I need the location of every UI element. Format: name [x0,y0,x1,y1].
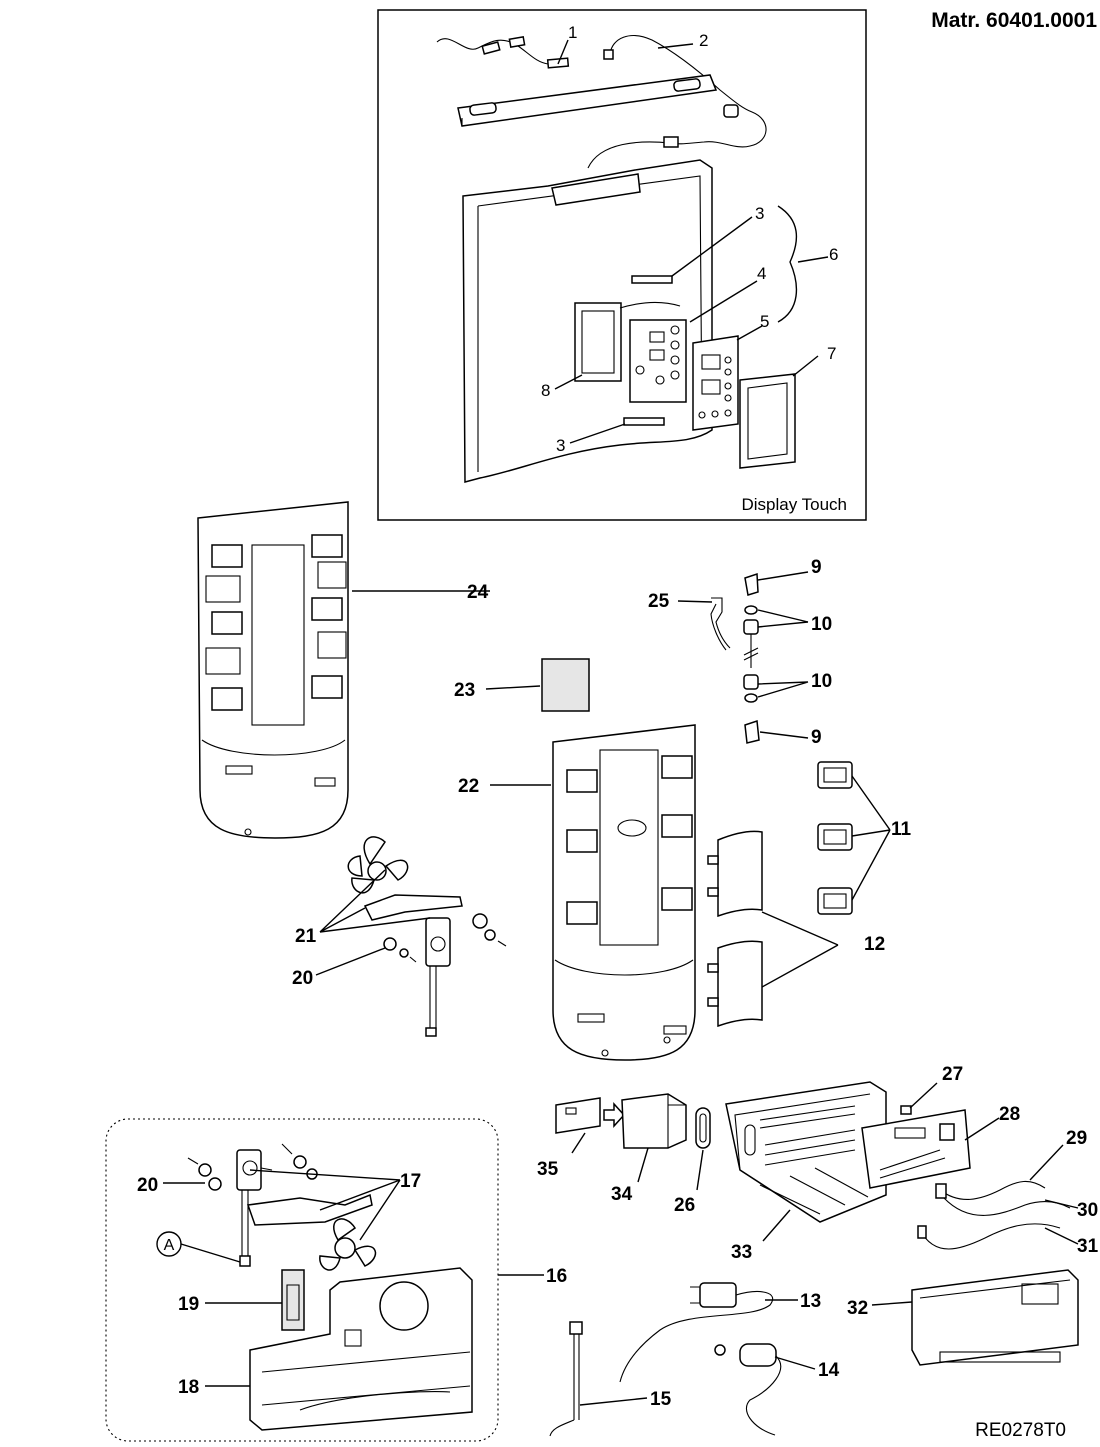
inset-caption: Display Touch [741,495,847,514]
callout-3-bottom: 3 [556,436,565,455]
part-5-touch-overlay [692,335,739,431]
part-15-sensor [549,1321,583,1437]
callout-12: 12 [864,934,885,955]
part-1-cable [436,35,570,69]
fan-assembly-upper [347,836,507,1037]
material-number: Matr. 60401.0001 [931,9,1097,32]
callout-3-top: 3 [755,204,764,223]
callout-15: 15 [650,1389,672,1410]
callout-9-top: 9 [811,557,822,578]
part-3-connector-top [631,275,673,284]
reference-a-label: A [164,1237,175,1254]
callout-4: 4 [757,264,766,283]
group-16-frame [105,1118,499,1442]
callout-numbers: 1 2 3 4 5 6 7 8 3 9 10 10 9 25 23 24 22 … [137,23,1099,1410]
part-8-frame [574,301,681,382]
callout-16: 16 [546,1266,567,1287]
callout-23: 23 [454,680,475,701]
callout-30: 30 [1077,1200,1098,1221]
callout-7: 7 [827,344,836,363]
part-24-rear-panel [197,501,349,839]
parts-9-10-lamp [743,572,760,744]
callout-13: 13 [800,1291,821,1312]
part-33-housing [725,1081,887,1223]
callout-19: 19 [178,1294,199,1315]
callout-28: 28 [999,1104,1020,1125]
callout-35: 35 [537,1159,559,1180]
callout-17: 17 [400,1171,421,1192]
parts-29-30-31-harness [917,1180,1071,1250]
part-32-power-module [911,1269,1079,1366]
part-2-harness [587,35,767,169]
part-25-wire [710,597,731,651]
part-27-clip [900,1105,912,1115]
callout-5: 5 [760,312,769,331]
part-13-power-cord [619,1282,773,1383]
leader-lines [163,39,1079,1406]
part-26-ring [695,1107,711,1149]
part-35-card [555,1097,626,1134]
callout-20-lower: 20 [137,1175,158,1196]
callout-2: 2 [699,31,708,50]
callout-33: 33 [731,1242,752,1263]
callout-31: 31 [1077,1236,1099,1257]
callout-10-bottom: 10 [811,671,832,692]
callout-22: 22 [458,776,479,797]
part-23-pad [541,658,590,712]
inset-frame [377,9,867,521]
part-12-covers [707,830,763,1028]
callout-21: 21 [295,926,317,947]
part-3-connector-bottom [623,417,665,426]
callout-10-top: 10 [811,614,832,635]
part-28-board [861,1109,971,1189]
part-34-module [621,1093,687,1149]
callout-34: 34 [611,1184,633,1205]
callout-6: 6 [829,245,838,264]
callout-25: 25 [648,591,670,612]
part-7-cover [739,373,796,469]
callout-24: 24 [467,582,489,603]
callout-8: 8 [541,381,550,400]
callout-11: 11 [891,819,912,840]
callout-27: 27 [942,1064,963,1085]
part-11-vents [817,761,853,915]
part-4-control-board [629,319,687,403]
drawing-code: RE0278T0 [975,1420,1066,1441]
display-touch-inset: Display Touch [377,9,867,521]
part-14-capacitor [714,1343,782,1436]
callout-18: 18 [178,1377,199,1398]
part-19-flap [281,1269,305,1331]
callout-20-upper: 20 [292,968,313,989]
group-16-fan-bracket [187,1143,377,1271]
callout-26: 26 [674,1195,695,1216]
handle-bar [457,74,718,127]
callout-29: 29 [1066,1128,1087,1149]
part-18-housing [249,1267,473,1431]
callout-1: 1 [568,23,577,42]
callout-14: 14 [818,1360,840,1381]
callout-9-bottom: 9 [811,727,822,748]
callout-32: 32 [847,1298,868,1319]
part-22-front-panel [552,724,696,1061]
